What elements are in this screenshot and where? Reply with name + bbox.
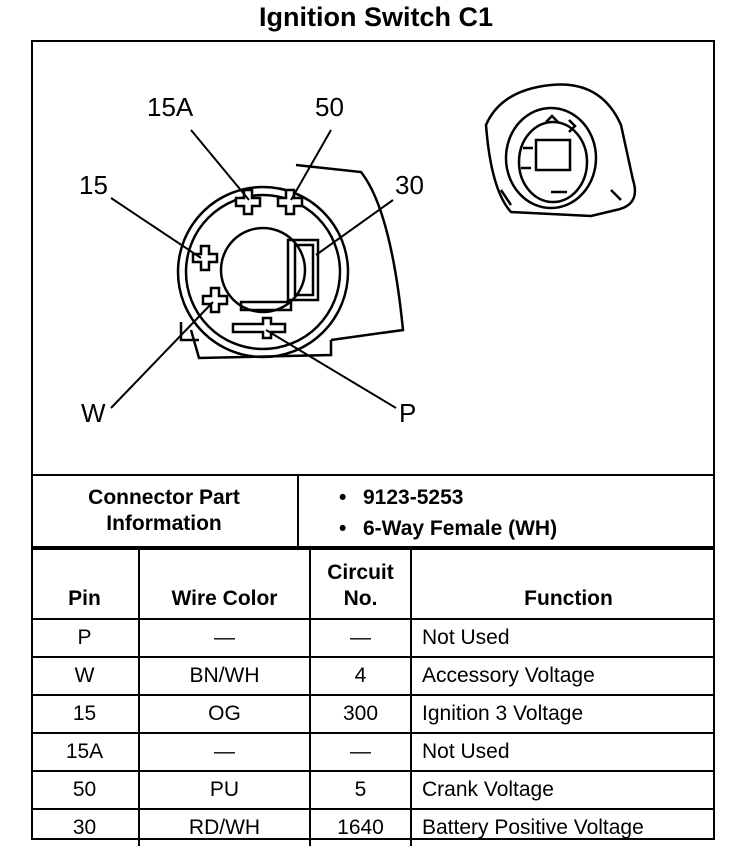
cell-pin: 15 [31,694,140,734]
connector-info-item: •6-Way Female (WH) [339,513,715,544]
cell-function: Not Used [410,618,715,658]
pin-label-15a: 15A [147,92,194,122]
cell-pin: P [31,618,140,658]
terminal-50 [276,188,304,216]
cell-pin: 30 [31,808,140,846]
connector-info-items: •9123-5253 •6-Way Female (WH) [299,476,715,546]
leader-lines [110,129,397,409]
cell-wire-color: BN/WH [138,656,311,696]
cell-pin: W [31,656,140,696]
table-row: 15A — — Not Used [31,732,715,772]
cell-function: Not Used [410,732,715,772]
cell-wire-color: — [138,732,311,772]
terminal-15 [191,244,219,272]
connector-info-item: •9123-5253 [339,482,715,513]
header-pin: Pin [31,548,140,620]
pin-label-15: 15 [79,170,108,200]
cell-pin: 15A [31,732,140,772]
terminal-crosses [191,188,304,340]
bullet-icon: • [339,517,347,540]
terminal-15a [234,188,262,216]
header-function: Function [410,548,715,620]
cell-circuit: 300 [309,694,412,734]
terminal-p [231,316,287,340]
cell-function: Battery Positive Voltage [410,808,715,846]
pin-label-50: 50 [315,92,344,122]
table-header-row: Pin Wire Color Circuit No. Function [31,548,715,620]
connector-perspective-view [484,83,637,218]
cell-circuit: — [309,618,412,658]
table-row: 15 OG 300 Ignition 3 Voltage [31,694,715,734]
bullet-icon: • [339,486,347,509]
cell-pin: 50 [31,770,140,810]
cell-wire-color: PU [138,770,311,810]
header-wire-color: Wire Color [138,548,311,620]
cell-function: Ignition 3 Voltage [410,694,715,734]
cell-wire-color: — [138,618,311,658]
cell-circuit: — [309,732,412,772]
pin-label-w: W [81,398,106,428]
cell-circuit: 1640 [309,808,412,846]
connector-face-drawing [110,83,637,409]
cell-function: Accessory Voltage [410,656,715,696]
table-row: W BN/WH 4 Accessory Voltage [31,656,715,696]
connector-info-section: Connector Part Information •9123-5253 •6… [31,474,715,548]
cell-circuit: 4 [309,656,412,696]
cell-function: Crank Voltage [410,770,715,810]
cell-wire-color: RD/WH [138,808,311,846]
connector-diagram: 15A 50 15 30 W P [31,40,715,474]
pin-table: Pin Wire Color Circuit No. Function P — … [31,548,715,846]
cell-circuit: 5 [309,770,412,810]
table-row: 50 PU 5 Crank Voltage [31,770,715,810]
connector-info-label: Connector Part Information [31,476,299,546]
pin-label-p: P [399,398,417,428]
header-circuit-no: Circuit No. [309,548,412,620]
page-title: Ignition Switch C1 [259,2,493,32]
pin-label-30: 30 [395,170,424,200]
table-row: 30 RD/WH 1640 Battery Positive Voltage [31,808,715,846]
table-row: P — — Not Used [31,618,715,658]
cell-wire-color: OG [138,694,311,734]
